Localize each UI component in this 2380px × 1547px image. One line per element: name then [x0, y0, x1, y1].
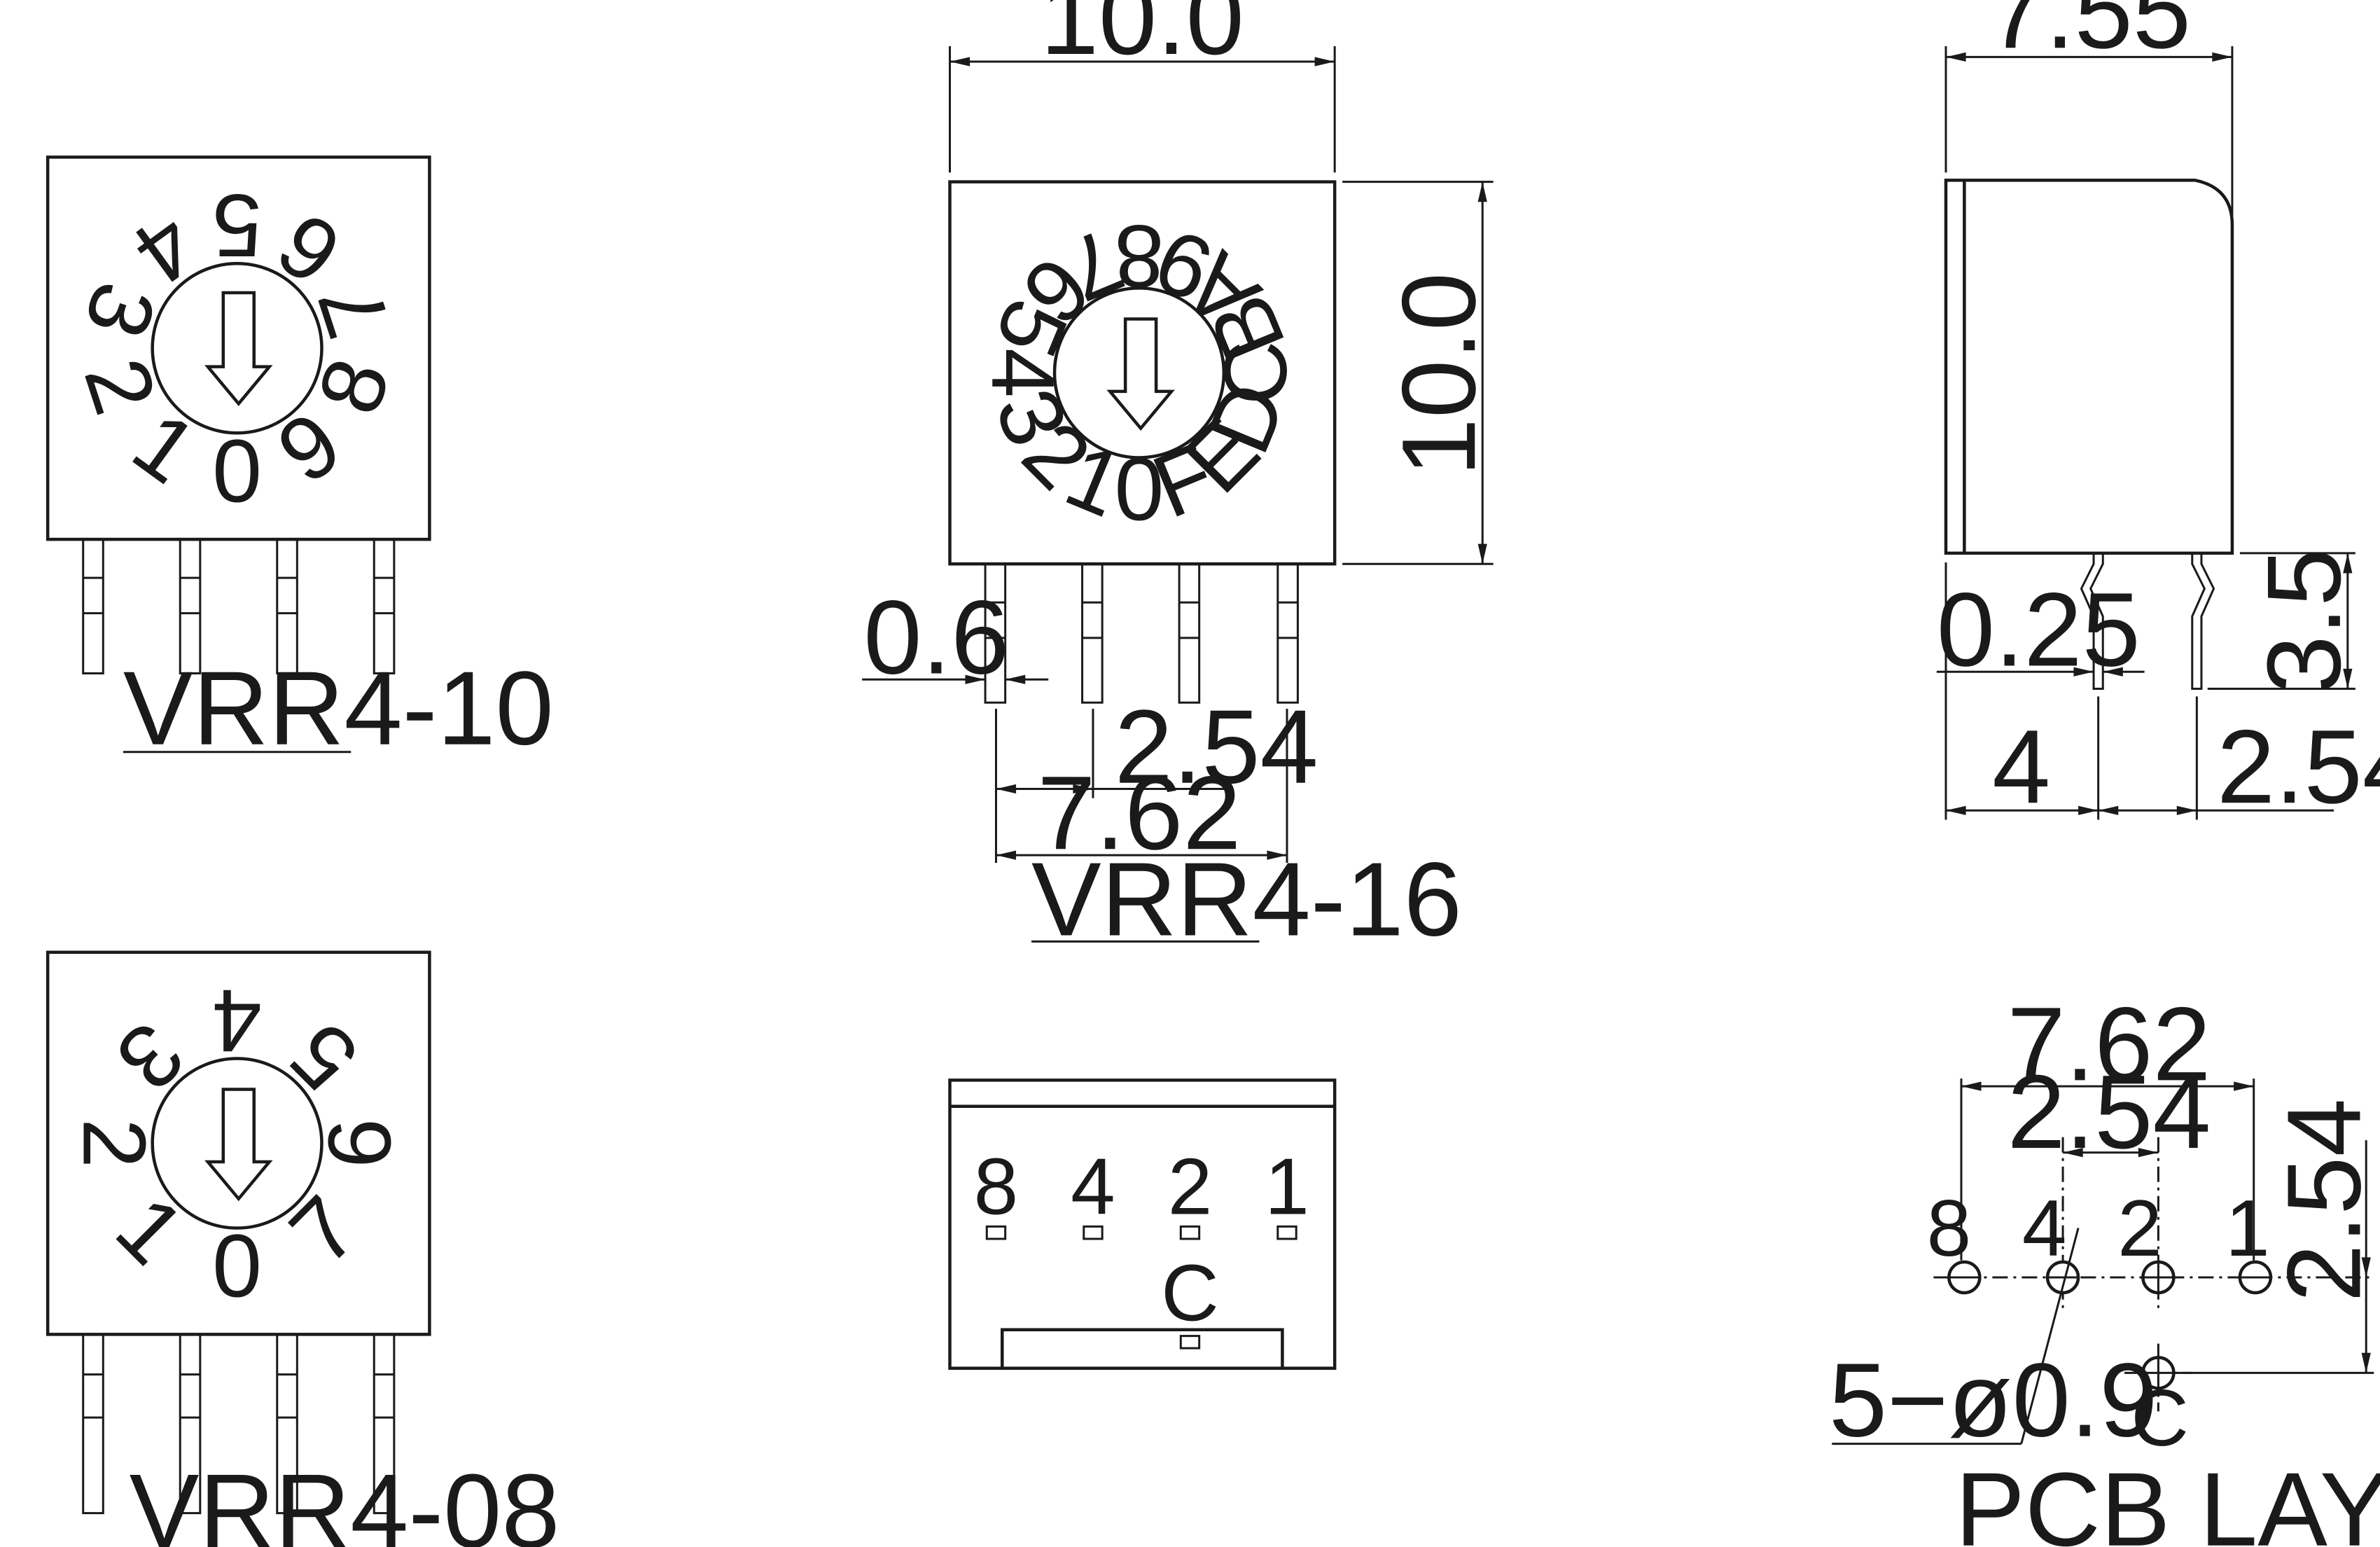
bottom-pin-2: 2 [1168, 1142, 1213, 1232]
arrow-down-icon [1110, 319, 1171, 428]
dial-digit-0: 0 [1114, 440, 1164, 540]
dimension-depth: 7.55 [1946, 0, 2232, 216]
dim-pitch-label: 2.54 [1115, 688, 1318, 805]
dim-depth-label: 7.55 [1987, 0, 2191, 70]
dial-digit-1: 1 [97, 1178, 203, 1284]
pcb-pin-4: 4 [2022, 1184, 2067, 1273]
pcb-dimension-span: 7.62 [1961, 985, 2254, 1260]
dial-digit-7: 7 [272, 1178, 377, 1284]
dial-knob [153, 263, 322, 433]
bottom-pin-8: 8 [974, 1142, 1019, 1232]
bottom-pin-1: 1 [1265, 1142, 1309, 1232]
dimension-width: 10.0 [950, 0, 1335, 172]
pcb-holes-label: 5−ø0.9 [1829, 1342, 2158, 1459]
dial-digit-6: 6 [310, 1118, 410, 1168]
pcb-dimension-row-gap: 2.54 [2173, 1098, 2380, 1373]
dial-digit-2: 2 [64, 1118, 164, 1168]
pcb-dim-span-label: 7.62 [2007, 985, 2211, 1102]
caption-vrr4-10: VRR4-10 [123, 650, 554, 767]
pins [83, 539, 394, 673]
dim-lead-length-label: 3.5 [2246, 548, 2362, 694]
dial-digit-8: 8 [1114, 206, 1164, 305]
arrow-down-icon [208, 293, 270, 403]
dim-pin-width-label: 0.6 [863, 578, 1009, 695]
pins [985, 564, 1297, 702]
pins [83, 1334, 394, 1513]
dial-digit-4: 4 [973, 348, 1072, 398]
side-view: 7.55 0.25 3.5 [1937, 0, 2380, 825]
dial-digit-9: 9 [260, 393, 359, 503]
pcb-pin-8: 8 [1927, 1184, 1972, 1273]
dimension-span: 7.62 [996, 754, 1288, 871]
pcb-pin-2: 2 [2117, 1184, 2162, 1273]
pcb-layout: 8 4 2 1 C 7.62 2.54 2.54 [1829, 985, 2380, 1547]
dial-digit-c: C [1206, 340, 1306, 405]
lead-left [2081, 553, 2103, 689]
dial-digit-8: 8 [299, 347, 409, 425]
dial-digit-0: 0 [212, 422, 262, 521]
dial-digit-4: 4 [212, 971, 262, 1070]
bottom-pin-4: 4 [1071, 1142, 1115, 1232]
dimension-pitch: 2.54 [996, 688, 1318, 863]
dimension-offset: 4 2.54 [1946, 562, 2380, 825]
dim-side-pitch-label: 2.54 [2217, 708, 2380, 825]
side-body [1946, 180, 2232, 553]
dimension-lead-length: 3.5 [2208, 548, 2362, 694]
lead-right [2192, 553, 2214, 689]
bottom-view: 8 4 2 1 C [950, 1080, 1335, 1368]
dial-digit-0: 0 [212, 1217, 262, 1317]
arrow-down-icon [208, 1090, 270, 1199]
switch-body [48, 952, 429, 1335]
dial-digit-3: 3 [97, 1004, 203, 1109]
switch-body [950, 182, 1335, 564]
pcb-dimension-pitch: 2.54 [2007, 1053, 2211, 1170]
dimension-height: 10.0 [1342, 182, 1497, 564]
caption-vrr4-08: VRR4-08 [130, 1452, 560, 1547]
pcb-pin-c: C [2131, 1373, 2189, 1463]
dial-digit-5: 5 [272, 1004, 377, 1109]
dimension-pin-width: 0.6 [862, 578, 1048, 695]
dial-knob [1055, 288, 1224, 457]
caption-pcb-layout: PCB LAYOUT [1955, 1451, 2380, 1547]
dial-digit-7: 7 [299, 271, 409, 349]
pcb-holes-leader: 5−ø0.9 [1829, 1228, 2158, 1459]
dial-digit-5: 5 [212, 175, 262, 275]
pcb-dim-pitch-label: 2.54 [2007, 1053, 2211, 1170]
dial-digit-1: 1 [116, 393, 214, 503]
pcb-dim-row-gap-label: 2.54 [2265, 1098, 2380, 1302]
dimension-lead: 0.25 [1937, 571, 2145, 688]
dial-knob [153, 1059, 322, 1228]
dim-lead-label: 0.25 [1937, 571, 2141, 688]
dim-span-label: 7.62 [1037, 754, 1241, 871]
pcb-pin-1: 1 [2225, 1184, 2270, 1273]
switch-body [48, 157, 429, 539]
bottom-pin-c: C [1161, 1249, 1219, 1338]
dim-width-label: 10.0 [1041, 0, 1244, 76]
dim-offset-label: 4 [1992, 708, 2050, 825]
caption-vrr4-16: VRR4-16 [1031, 840, 1462, 957]
dim-height-label: 10.0 [1380, 272, 1497, 476]
